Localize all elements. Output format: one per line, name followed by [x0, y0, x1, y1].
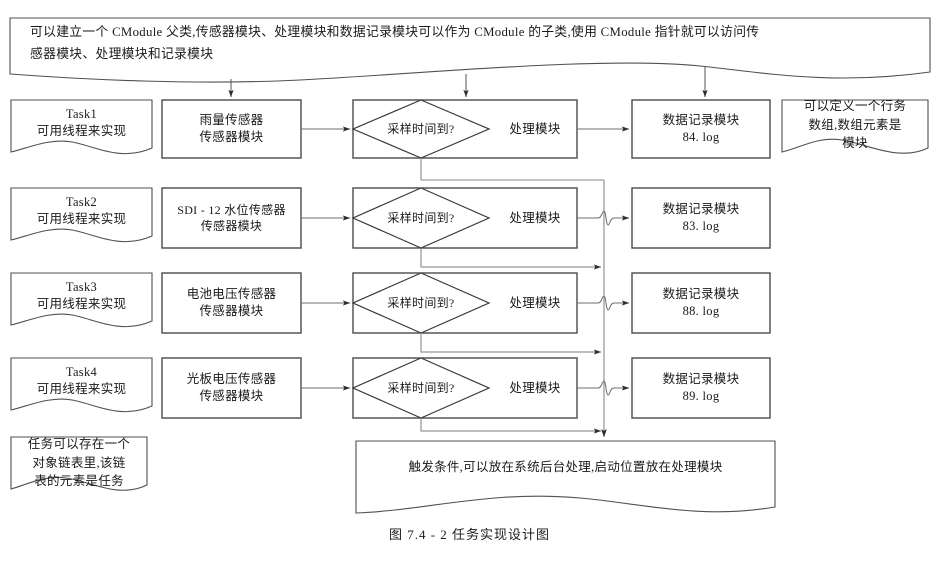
- note-bottom-center-text: 触发条件,可以放在系统后台处理,启动位置放在处理模块: [408, 459, 723, 474]
- logger-box-2: [631, 187, 771, 249]
- row-2-connectors: [301, 210, 630, 226]
- sensor-box-3: [161, 272, 302, 334]
- task-label-1: Task1 可用线程来实现: [36, 107, 127, 138]
- logger-label-3: 数据记录模块 88. log: [662, 287, 740, 318]
- sensor-box-2: [161, 187, 302, 249]
- decision-label-3: 采样时间到?: [387, 295, 455, 310]
- sensor-box-4: [161, 357, 302, 419]
- row-3-connectors: [301, 295, 630, 311]
- process-label-4: 处理模块: [509, 380, 561, 395]
- task-note-shape-4: [10, 357, 153, 413]
- decision-feedback-arrows: [420, 248, 602, 434]
- top-note-fanout-arrows: [228, 67, 708, 98]
- task-label-2: Task2 可用线程来实现: [36, 195, 127, 226]
- process-label-3: 处理模块: [509, 295, 561, 310]
- logger-box-4: [631, 357, 771, 419]
- trigger-bus: [420, 158, 607, 438]
- note-bottom-left-shape: [10, 436, 148, 491]
- note-top-text: 可以建立一个 CModule 父类,传感器模块、处理模块和数据记录模块可以作为 …: [30, 25, 760, 61]
- process-label-1: 处理模块: [509, 121, 561, 136]
- sensor-label-4: 光板电压传感器 传感器模块: [186, 372, 277, 403]
- logger-box-3: [631, 272, 771, 334]
- logger-label-4: 数据记录模块 89. log: [662, 372, 740, 403]
- task-label-4: Task4 可用线程来实现: [36, 365, 127, 396]
- note-bottom-center-shape: [355, 440, 776, 514]
- decision-label-4: 采样时间到?: [387, 380, 455, 395]
- task-note-shape-1: [10, 99, 153, 155]
- note-top-shape: [9, 17, 931, 83]
- decision-label-1: 采样时间到?: [387, 121, 455, 136]
- process-label-2: 处理模块: [509, 210, 561, 225]
- note-right-text: 可以定义一个行务 数组,数组元素是 模块: [803, 98, 907, 151]
- task-note-shape-2: [10, 187, 153, 243]
- note-right-shape: [781, 99, 929, 154]
- sensor-label-2: SDI - 12 水位传感器 传感器模块: [177, 202, 286, 233]
- logger-box-1: [631, 99, 771, 159]
- logger-label-1: 数据记录模块 84. log: [662, 113, 740, 144]
- sensor-label-3: 电池电压传感器 传感器模块: [186, 287, 277, 318]
- figure-caption: 图 7.4 - 2 任务实现设计图: [388, 527, 551, 542]
- note-bottom-left-text: 任务可以存在一个 对象链表里,该链 表的元素是任务: [27, 436, 131, 489]
- decision-label-2: 采样时间到?: [387, 210, 455, 225]
- logger-label-2: 数据记录模块 83. log: [662, 202, 740, 233]
- sensor-label-1: 雨量传感器 传感器模块: [199, 113, 264, 144]
- sensor-box-1: [161, 99, 302, 159]
- row-4-connectors: [301, 380, 630, 396]
- task-label-3: Task3 可用线程来实现: [36, 280, 127, 311]
- task-note-shape-3: [10, 272, 153, 328]
